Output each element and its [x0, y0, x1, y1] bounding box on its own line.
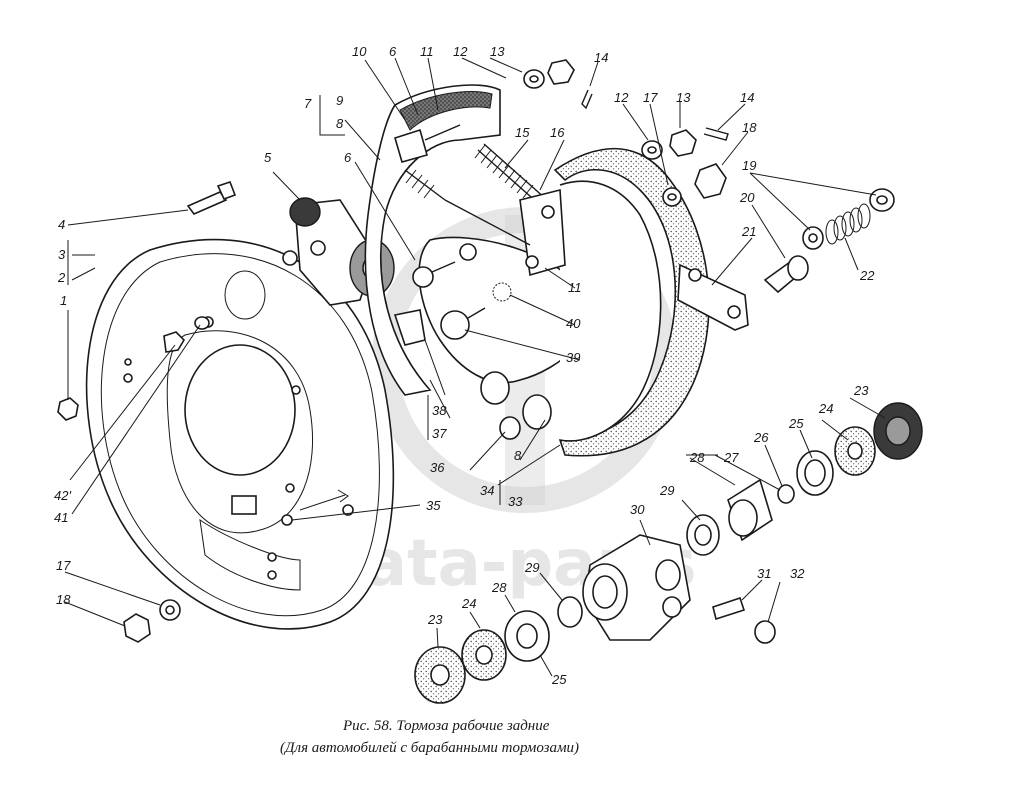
callout-34: 34	[480, 483, 494, 498]
callout-13: 13	[490, 44, 505, 59]
callout-36: 36	[430, 460, 445, 475]
callout-25: 25	[788, 416, 804, 431]
callout-29: 29	[659, 483, 674, 498]
callout-17-b: 17	[56, 558, 71, 573]
callout-27: 27	[723, 450, 739, 465]
callout-21: 21	[741, 224, 756, 239]
callout-14-b: 14	[740, 90, 754, 105]
callout-23: 23	[853, 383, 869, 398]
caption-line-1: Рис. 58. Тормоза рабочие задние	[342, 718, 550, 734]
callout-7: 7	[304, 96, 312, 111]
callout-30: 30	[630, 502, 645, 517]
callout-brackets	[67, 95, 718, 505]
brake-shoe-left	[364, 84, 594, 440]
callout-10: 10	[352, 44, 367, 59]
backing-plate	[85, 238, 395, 630]
figure-caption: Рис. 58. Тормоза рабочие задние (Для авт…	[280, 718, 579, 756]
callout-28-b: 28	[491, 580, 507, 595]
callout-41: 41	[54, 510, 68, 525]
callout-13-b: 13	[676, 90, 691, 105]
wheel-cylinder-lower	[414, 402, 923, 704]
callout-6-b: 6	[344, 150, 352, 165]
callout-35: 35	[426, 498, 441, 513]
callout-25-b: 25	[551, 672, 567, 687]
springs-and-bolts	[394, 124, 566, 340]
callout-26: 26	[753, 430, 769, 445]
callout-15: 15	[515, 125, 530, 140]
callout-18-b: 18	[56, 592, 71, 607]
callout-3: 3	[58, 247, 66, 262]
callout-32: 32	[790, 566, 805, 581]
callout-39: 39	[566, 350, 580, 365]
callout-11-b: 11	[568, 280, 582, 295]
callout-5: 5	[264, 150, 272, 165]
callout-14: 14	[594, 50, 608, 65]
callout-8: 8	[336, 116, 344, 131]
callout-40: 40	[566, 316, 581, 331]
caption-line-2: (Для автомобилей с барабанными тормозами…	[280, 740, 579, 756]
leader-lines	[64, 57, 886, 677]
wheel-cylinder-upper	[282, 197, 395, 306]
callout-11: 11	[420, 44, 434, 59]
callout-12: 12	[453, 44, 468, 59]
callout-20: 20	[739, 190, 755, 205]
callout-31: 31	[757, 566, 771, 581]
callout-8-b: 8	[514, 448, 522, 463]
brake-shoe-right	[553, 147, 710, 457]
callout-28: 28	[689, 450, 705, 465]
callout-16: 16	[550, 125, 565, 140]
callout-37: 37	[432, 426, 447, 441]
callout-33: 33	[508, 494, 523, 509]
callout-23-b: 23	[427, 612, 443, 627]
callout-17: 17	[643, 90, 658, 105]
callout-6: 6	[389, 44, 397, 59]
callout-4: 4	[58, 217, 65, 232]
callout-19: 19	[742, 158, 756, 173]
mounting-hardware-left	[57, 180, 293, 643]
hardware-top-right	[523, 59, 895, 331]
callout-29-b: 29	[524, 560, 539, 575]
callout-12-b: 12	[614, 90, 629, 105]
callout-9: 9	[336, 93, 343, 108]
callout-24: 24	[818, 401, 833, 416]
callout-labels: 10 6 11 12 13 14 7 9 8 15 16 12 17 13 14…	[54, 44, 875, 687]
callout-18: 18	[742, 120, 757, 135]
callout-42: 42'	[54, 488, 71, 503]
callout-22: 22	[859, 268, 875, 283]
callout-38: 38	[432, 403, 447, 418]
callout-1: 1	[60, 293, 67, 308]
callout-2: 2	[57, 270, 66, 285]
callout-24-b: 24	[461, 596, 476, 611]
